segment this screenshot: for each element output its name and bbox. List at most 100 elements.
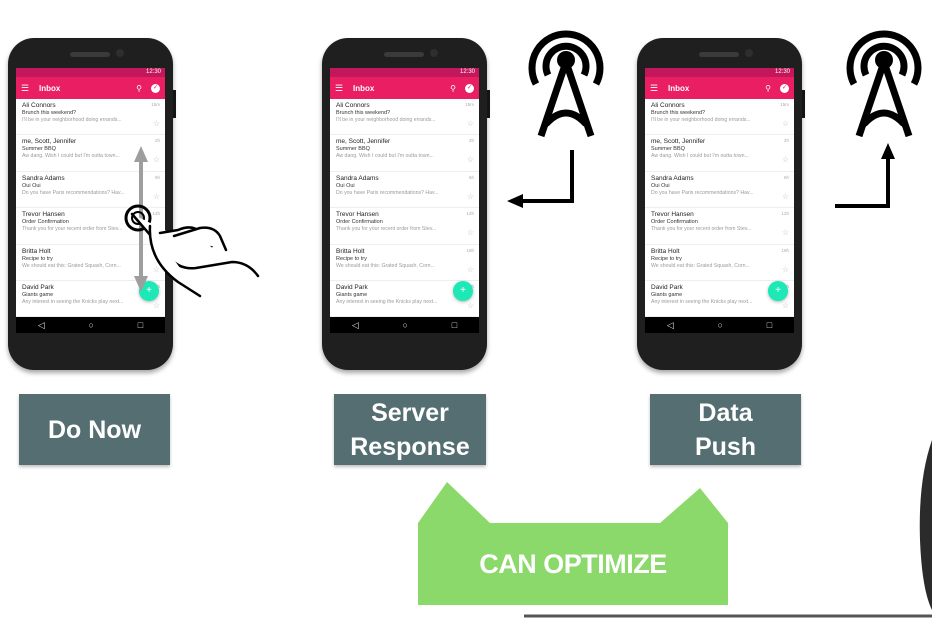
home-icon[interactable]: ○ bbox=[717, 320, 723, 330]
star-icon[interactable]: ☆ bbox=[466, 191, 474, 201]
antenna-tower-icon bbox=[846, 30, 922, 138]
email-snippet: We should eat this: Grated Squash, Corn.… bbox=[336, 262, 435, 269]
do-now-text: Do Now bbox=[47, 415, 142, 444]
email-sender: Ali Connors bbox=[22, 102, 56, 109]
email-subject: Brunch this weekend? bbox=[651, 110, 706, 116]
check-icon[interactable]: ✓ bbox=[151, 83, 160, 93]
star-icon[interactable]: ☆ bbox=[152, 191, 160, 201]
star-icon[interactable]: ☆ bbox=[781, 264, 789, 274]
email-snippet: Any interest in seeing the Knicks play n… bbox=[22, 298, 124, 305]
star-icon[interactable]: ☆ bbox=[466, 264, 474, 274]
email-sender: David Park bbox=[651, 283, 683, 291]
star-icon[interactable]: ☆ bbox=[781, 119, 789, 128]
star-icon[interactable]: ☆ bbox=[466, 228, 474, 238]
status-bar: 12:30 bbox=[645, 68, 794, 77]
add-icon[interactable]: + bbox=[453, 281, 473, 301]
app-bar: ☰ Inbox ⚲ ✓ bbox=[330, 77, 479, 99]
phone-side-button bbox=[802, 90, 805, 118]
recents-icon[interactable]: □ bbox=[451, 320, 458, 330]
presenter-silhouette bbox=[919, 440, 932, 610]
email-sender: Trevor Hansen bbox=[651, 211, 694, 219]
star-icon[interactable]: ☆ bbox=[781, 300, 789, 310]
email-time: 12h bbox=[152, 211, 160, 217]
add-icon[interactable]: + bbox=[768, 281, 788, 301]
email-snippet: We should eat this: Grated Squash, Corn.… bbox=[22, 262, 121, 269]
email-subject: Summer BBQ bbox=[22, 146, 56, 153]
check-icon[interactable]: ✓ bbox=[780, 83, 789, 93]
email-snippet: Thank you for your recent order from Ste… bbox=[651, 226, 752, 233]
email-subject: Recipe to try bbox=[336, 255, 367, 262]
phone-speaker bbox=[384, 52, 424, 57]
email-snippet: Do you have Paris recommendations? Hav..… bbox=[651, 189, 754, 196]
phone-side-button bbox=[487, 90, 490, 118]
server-response-line2: Response bbox=[350, 432, 470, 461]
email-time: 18h bbox=[781, 247, 789, 253]
email-snippet: Do you have Paris recommendations? Hav..… bbox=[336, 189, 439, 196]
email-subject: Summer BBQ bbox=[336, 146, 370, 153]
app-bar: ☰ Inbox ⚲ ✓ bbox=[16, 77, 165, 99]
email-sender: me, Scott, Jennifer bbox=[22, 138, 77, 146]
email-subject: Order Confirmation bbox=[651, 219, 698, 226]
hamburger-menu-icon[interactable]: ☰ bbox=[21, 82, 30, 93]
star-icon[interactable]: ☆ bbox=[466, 300, 474, 310]
star-icon[interactable]: ☆ bbox=[152, 264, 160, 274]
email-snippet: Thank you for your recent order from Ste… bbox=[336, 226, 437, 233]
email-time: 2h bbox=[468, 138, 474, 144]
search-icon[interactable]: ⚲ bbox=[450, 83, 456, 93]
status-bar: 12:30 bbox=[330, 68, 479, 77]
email-time: 6h bbox=[154, 174, 160, 180]
email-subject: Order Confirmation bbox=[22, 219, 69, 226]
hamburger-menu-icon[interactable]: ☰ bbox=[650, 82, 659, 93]
star-icon[interactable]: ☆ bbox=[781, 228, 789, 238]
home-icon[interactable]: ○ bbox=[88, 320, 94, 330]
email-time: 6h bbox=[783, 174, 789, 180]
email-time: 15m bbox=[151, 102, 160, 107]
search-icon[interactable]: ⚲ bbox=[136, 83, 142, 93]
hamburger-menu-icon[interactable]: ☰ bbox=[335, 82, 344, 93]
star-icon[interactable]: ☆ bbox=[152, 119, 160, 128]
star-icon[interactable]: ☆ bbox=[781, 155, 789, 165]
back-icon[interactable]: ◁ bbox=[351, 319, 359, 330]
star-icon[interactable]: ☆ bbox=[152, 155, 160, 165]
star-icon[interactable]: ☆ bbox=[781, 191, 789, 201]
phone-camera bbox=[116, 49, 124, 57]
callout-text: CAN OPTIMIZE bbox=[479, 548, 667, 579]
recents-icon[interactable]: □ bbox=[137, 320, 144, 330]
home-icon[interactable]: ○ bbox=[402, 320, 408, 330]
star-icon[interactable]: ☆ bbox=[152, 300, 160, 310]
phone-speaker bbox=[70, 52, 110, 57]
back-icon[interactable]: ◁ bbox=[37, 319, 45, 330]
check-icon[interactable]: ✓ bbox=[465, 83, 474, 93]
do-now-label: Do Now bbox=[19, 394, 170, 465]
email-sender: Sandra Adams bbox=[651, 174, 694, 182]
search-icon[interactable]: ⚲ bbox=[765, 83, 771, 93]
callout-shape bbox=[418, 482, 728, 605]
star-icon[interactable]: ☆ bbox=[466, 155, 474, 165]
android-nav-bar: ◁ ○ □ bbox=[16, 317, 165, 333]
email-snippet: I'll be in your neighborhood doing erran… bbox=[651, 117, 751, 123]
email-time: 12h bbox=[781, 211, 789, 217]
back-icon[interactable]: ◁ bbox=[666, 319, 674, 330]
star-icon[interactable]: ☆ bbox=[466, 119, 474, 128]
email-sender: David Park bbox=[22, 283, 54, 291]
email-snippet: Aw dang. Wish I could but I'm outta town… bbox=[336, 153, 434, 160]
recents-icon[interactable]: □ bbox=[766, 320, 773, 330]
arrow-left-icon bbox=[507, 150, 574, 208]
app-title: Inbox bbox=[353, 83, 375, 93]
phone-speaker bbox=[699, 52, 739, 57]
add-icon[interactable]: + bbox=[139, 281, 159, 301]
